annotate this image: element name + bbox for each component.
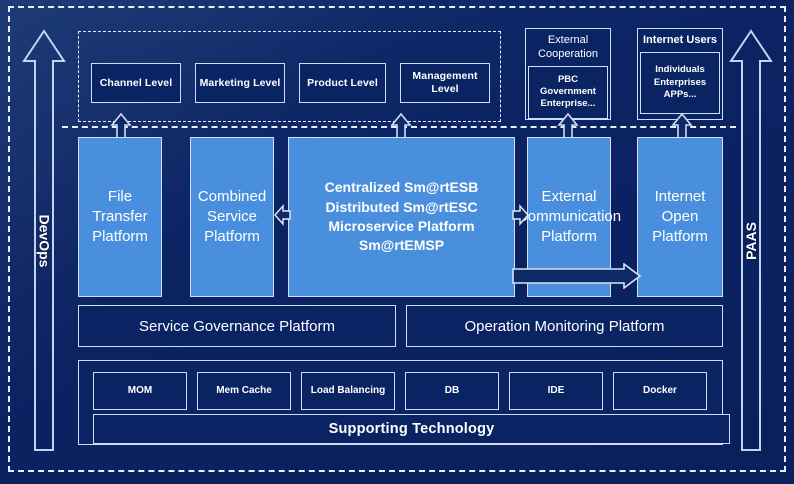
- up-arrow-channel-icon: [110, 112, 132, 140]
- governance-operation-monitoring[interactable]: Operation Monitoring Platform: [406, 305, 723, 347]
- paas-pillar-arrow: PAAS: [729, 28, 773, 453]
- level-box-marketing-label: Marketing Level: [199, 76, 281, 89]
- platform-centralized-esb[interactable]: Centralized Sm@rtESB Distributed Sm@rtES…: [288, 137, 515, 297]
- platform-external-communication-label: External Communication Platform: [516, 188, 622, 245]
- platform-internet-open[interactable]: Internet Open Platform: [637, 137, 723, 297]
- level-box-management[interactable]: Management Level: [400, 63, 490, 103]
- level-box-product-label: Product Level: [307, 76, 378, 89]
- platform-combined-service-label: Combined Service Platform: [197, 188, 267, 245]
- level-box-channel[interactable]: Channel Level: [91, 63, 181, 103]
- internet-users-group[interactable]: Internet Users Individuals Enterprises A…: [637, 28, 723, 120]
- level-box-product[interactable]: Product Level: [299, 63, 386, 103]
- platform-centralized-esb-label: Centralized Sm@rtESB Distributed Sm@rtES…: [324, 179, 479, 254]
- tech-box-mom[interactable]: MOM: [93, 372, 187, 410]
- arrow-combined-to-centralized-icon: [273, 203, 291, 227]
- internet-users-title: Internet Users: [643, 34, 717, 46]
- up-arrow-management-icon: [390, 112, 412, 140]
- devops-pillar-label-wrap: DevOps: [22, 28, 66, 453]
- up-arrow-external-cooperation-icon: [557, 112, 579, 140]
- up-arrow-internet-users-icon: [671, 112, 693, 140]
- platform-combined-service[interactable]: Combined Service Platform: [190, 137, 274, 297]
- platform-file-transfer[interactable]: File Transfer Platform: [78, 137, 162, 297]
- supporting-technology-bar-label: Supporting Technology: [328, 421, 495, 437]
- level-box-channel-label: Channel Level: [99, 76, 173, 89]
- tech-box-docker-label: Docker: [643, 384, 677, 396]
- external-cooperation-group[interactable]: External Cooperation PBC Government Ente…: [525, 28, 611, 120]
- arrow-centralized-to-external-icon: [512, 203, 530, 227]
- devops-pillar-arrow: DevOps: [22, 28, 66, 453]
- tech-box-mem-cache-label: Mem Cache: [216, 384, 272, 396]
- level-group-container: [78, 31, 501, 122]
- level-box-management-label: Management Level: [412, 70, 478, 95]
- tech-box-load-balancing-label: Load Balancing: [310, 384, 386, 396]
- outer-dashed-frame: [8, 6, 786, 472]
- paas-pillar-label: PAAS: [742, 221, 759, 260]
- external-cooperation-title: External Cooperation: [538, 34, 598, 60]
- tech-box-ide[interactable]: IDE: [509, 372, 603, 410]
- platform-file-transfer-label: File Transfer Platform: [92, 188, 148, 245]
- level-box-marketing[interactable]: Marketing Level: [195, 63, 285, 103]
- internet-users-sub: Individuals Enterprises APPs...: [640, 51, 720, 114]
- tech-box-load-balancing[interactable]: Load Balancing: [301, 372, 395, 410]
- devops-pillar-label: DevOps: [36, 214, 53, 267]
- platform-internet-open-label: Internet Open Platform: [652, 188, 708, 245]
- tech-box-db-label: DB: [444, 384, 460, 396]
- governance-operation-monitoring-label: Operation Monitoring Platform: [464, 317, 665, 335]
- governance-service-platform-label: Service Governance Platform: [139, 317, 335, 335]
- tech-box-ide-label: IDE: [547, 384, 565, 396]
- tech-box-mem-cache[interactable]: Mem Cache: [197, 372, 291, 410]
- arrow-centralized-to-internet-open-icon: [512, 263, 642, 289]
- paas-pillar-label-wrap: PAAS: [729, 28, 773, 453]
- governance-service-platform[interactable]: Service Governance Platform: [78, 305, 396, 347]
- supporting-technology-bar[interactable]: Supporting Technology: [93, 414, 730, 444]
- tech-box-docker[interactable]: Docker: [613, 372, 707, 410]
- tech-box-mom-label: MOM: [127, 384, 153, 396]
- external-cooperation-sub: PBC Government Enterprise...: [528, 65, 608, 119]
- tech-box-db[interactable]: DB: [405, 372, 499, 410]
